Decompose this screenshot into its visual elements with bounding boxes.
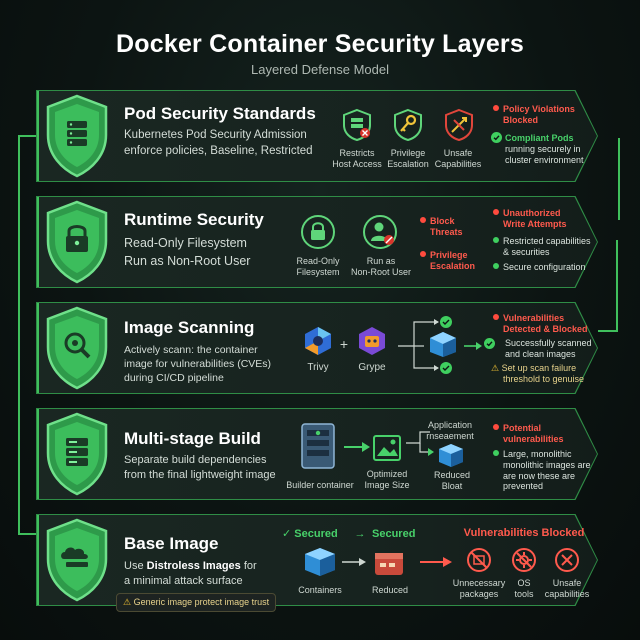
caption-reduced: Reduced [371, 585, 409, 595]
layer-title-runtime: Runtime Security [124, 210, 264, 229]
shield-cloud-icon [46, 518, 108, 602]
layer-title-base: Base Image [124, 534, 219, 553]
caption-grype: Grype [358, 362, 386, 373]
status-secure-config: Secure configuration [493, 262, 586, 273]
warning-badge-generic-image: ⚠ Generic image protect image trust [116, 593, 277, 612]
reduced-package-icon [375, 553, 403, 575]
arrow-icon [344, 442, 370, 452]
builder-container-icon [301, 423, 335, 469]
check-icon [491, 132, 502, 143]
distroless-container-icon [305, 548, 335, 576]
page-subtitle: Layered Defense Model [250, 62, 390, 77]
layer-title-scanning: Image Scanning [124, 318, 255, 337]
threat-block: Block Threats [420, 216, 463, 238]
readonly-lock-icon [301, 215, 335, 249]
layer-title-multistage: Multi-stage Build [124, 429, 261, 448]
layer-title-pod: Pod Security Standards [124, 104, 316, 123]
shield-scan-icon [46, 306, 108, 390]
restricts-host-icon [343, 108, 371, 142]
plus-sign: + [339, 336, 349, 352]
status-potential-vulns: Potential vulnerabilities [493, 423, 564, 445]
vulnerabilities-blocked-title: Vulnerabilities Blocked [463, 527, 585, 539]
unnecessary-packages-icon [467, 548, 491, 572]
secured-label-2: Secured [372, 528, 416, 540]
status-scan-threshold: ⚠ Set up scan failure threshold to genui… [491, 363, 585, 384]
shield-stack-icon [46, 412, 108, 496]
privilege-key-icon [394, 108, 422, 142]
non-root-user-icon [363, 215, 397, 249]
grype-logo-icon [359, 327, 385, 355]
shield-lock-icon [46, 200, 108, 284]
caption-containers: Containers [298, 585, 342, 595]
connector-right-2 [598, 240, 618, 332]
optimized-image-icon [373, 435, 401, 461]
layer-desc-base: Use Distroless Images for a minimal atta… [124, 560, 257, 587]
shield-server-icon [46, 94, 108, 178]
status-monolithic-prevented: Large, monolithic monolithic images are … [493, 449, 591, 492]
status-restricted-capabilities: Restricted capabilities & securities [493, 236, 591, 258]
status-vulnerabilities-detected: Vulnerabilities Detected & Blocked [493, 313, 588, 335]
threat-privilege: Privilege Escalation [420, 250, 475, 272]
caption-builder: Builder container [286, 480, 354, 490]
container-cube-icon [430, 332, 456, 357]
check-icon [484, 338, 495, 349]
status-unauthorized: Unauthorized Write Attempts [493, 208, 567, 230]
layer-runtime-security [37, 197, 597, 287]
arrow-red-icon [420, 557, 452, 567]
reduced-cube-icon [439, 444, 463, 467]
connector-left-1 [18, 135, 38, 535]
connector-right-1 [560, 138, 620, 220]
flow-arrows [406, 431, 434, 456]
unsafe-capabilities-icon [445, 108, 473, 142]
secured-label-1: ✓ Secured [282, 528, 338, 540]
arrow-icon [342, 558, 366, 566]
arrow-icon: → [354, 528, 366, 540]
caption-trivy: Trivy [307, 362, 329, 373]
page-title: Docker Container Security Layers [116, 30, 524, 58]
layer-pod-security [37, 91, 597, 181]
trivy-logo-icon [305, 327, 331, 355]
status-policy-violations: Policy Violations Blocked [493, 104, 575, 126]
os-tools-icon [512, 548, 536, 572]
unsafe-capabilities-blocked-icon [555, 548, 579, 572]
scan-flow-arrows [398, 316, 482, 374]
